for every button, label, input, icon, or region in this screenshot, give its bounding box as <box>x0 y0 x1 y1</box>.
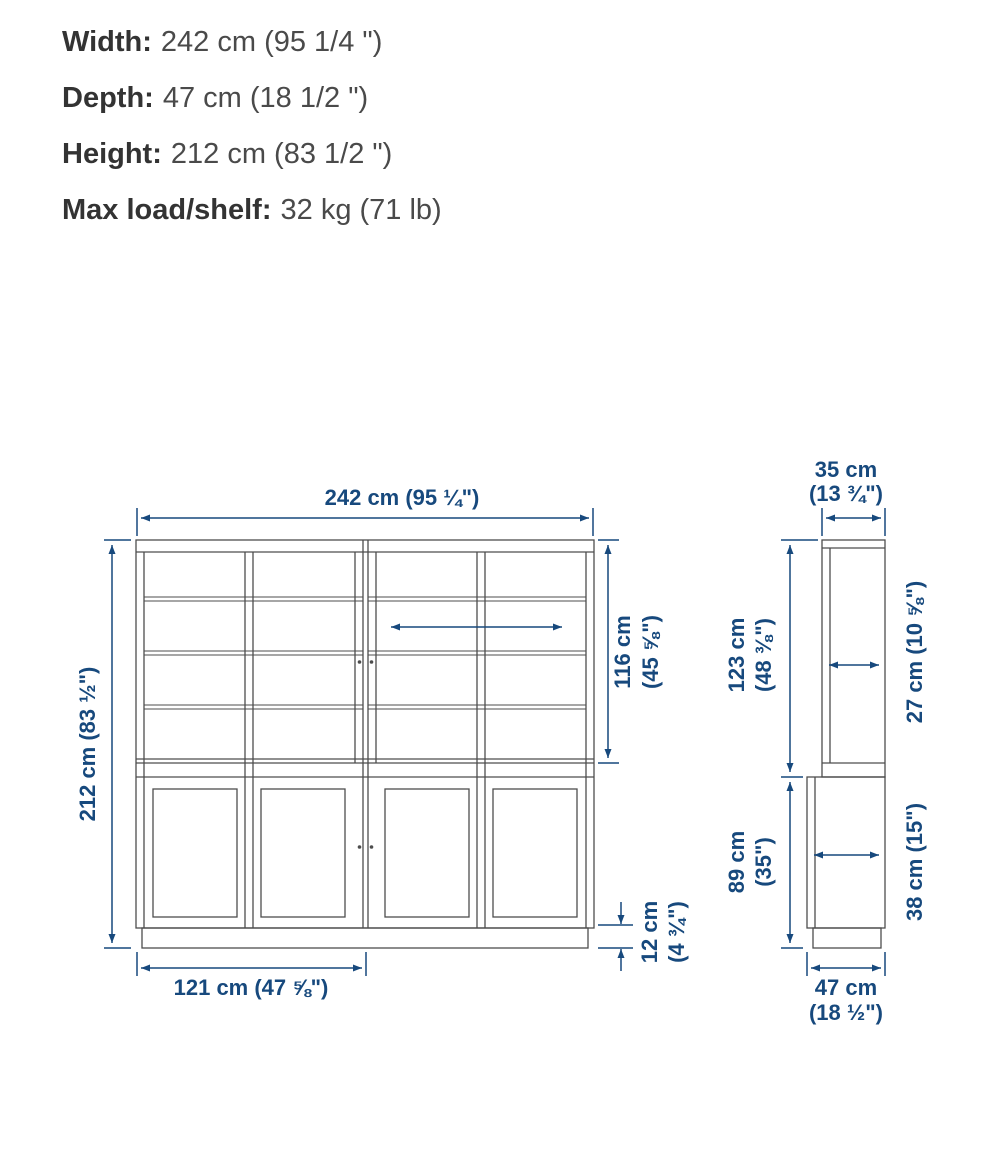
front-view-drawing <box>135 539 595 949</box>
side-bottom-depth-label-line2: (18 ½") <box>809 1000 883 1025</box>
dimension-labels: 242 cm (95 ¼") 212 cm (83 ½") 116 cm (45… <box>75 457 927 1025</box>
side-view-drawing <box>806 539 886 949</box>
side-upper-depth-label: 27 cm (10 ⅝") <box>902 581 927 724</box>
spec-value-depth: 47 cm (18 1/2 ") <box>162 82 369 114</box>
side-upper-height-label-line2: (48 ⅜") <box>751 618 776 692</box>
front-shelf-lines <box>144 596 586 710</box>
front-unit-width-label: 121 cm (47 ⅝") <box>174 975 329 1000</box>
front-upper-height-label-line2: (45 ⅝") <box>638 615 663 689</box>
front-door-knobs <box>357 660 374 849</box>
side-lower-height-label-line1: 89 cm <box>724 831 749 893</box>
spec-row-depth: Depth:47 cm (18 1/2 ") <box>62 70 442 126</box>
front-cabinet-outline <box>135 539 595 929</box>
front-plinth <box>141 927 589 949</box>
spec-row-width: Width:242 cm (95 1/4 ") <box>62 14 442 70</box>
side-lower-depth-label: 38 cm (15") <box>902 803 927 921</box>
side-bottom-depth-label-line1: 47 cm <box>815 975 877 1000</box>
front-width-label: 242 cm (95 ¼") <box>325 485 480 510</box>
front-plinth-height-label-line2: (4 ¾") <box>664 901 689 963</box>
spec-label-width: Width: <box>62 26 152 58</box>
side-top-depth-label-line2: (13 ¾") <box>809 481 883 506</box>
spec-row-max-load: Max load/shelf:32 kg (71 lb) <box>62 182 442 238</box>
spec-value-width: 242 cm (95 1/4 ") <box>160 26 383 58</box>
side-upper-height-label-line1: 123 cm <box>724 618 749 693</box>
product-specs: Width:242 cm (95 1/4 ") Depth:47 cm (18 … <box>62 14 442 238</box>
front-upper-height-label-line1: 116 cm <box>610 615 635 688</box>
spec-label-depth: Depth: <box>62 82 154 114</box>
side-top-depth-label-line1: 35 cm <box>815 457 877 482</box>
spec-row-height: Height:212 cm (83 1/2 ") <box>62 126 442 182</box>
spec-label-max-load: Max load/shelf: <box>62 194 272 226</box>
front-height-label: 212 cm (83 ½") <box>75 667 100 822</box>
dimension-lines <box>104 508 886 976</box>
spec-value-max-load: 32 kg (71 lb) <box>280 194 442 226</box>
spec-label-height: Height: <box>62 138 162 170</box>
side-lower-height-label-line2: (35") <box>751 837 776 887</box>
front-plinth-height-label-line1: 12 cm <box>637 901 662 963</box>
spec-value-height: 212 cm (83 1/2 ") <box>170 138 393 170</box>
